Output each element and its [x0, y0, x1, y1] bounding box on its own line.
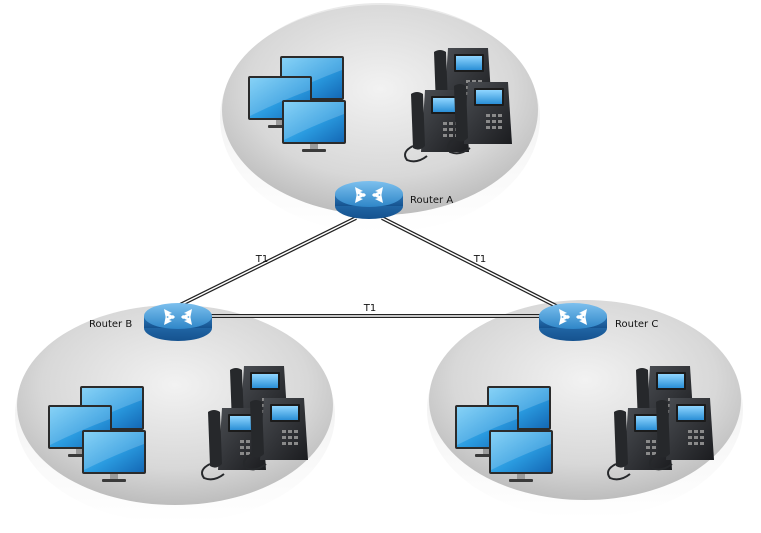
router-a-icon[interactable]: [335, 181, 403, 219]
router-b-icon[interactable]: [144, 303, 212, 341]
link-b-c-label: T1: [363, 303, 376, 314]
router-c-label: Router C: [615, 319, 658, 330]
router-c-icon[interactable]: [539, 303, 607, 341]
link-a-c: [382, 218, 570, 313]
link-a-b-label: T1: [255, 254, 268, 265]
router-b-label: Router B: [89, 319, 132, 330]
link-a-c-label: T1: [473, 254, 486, 265]
router-a-label: Router A: [410, 195, 453, 206]
